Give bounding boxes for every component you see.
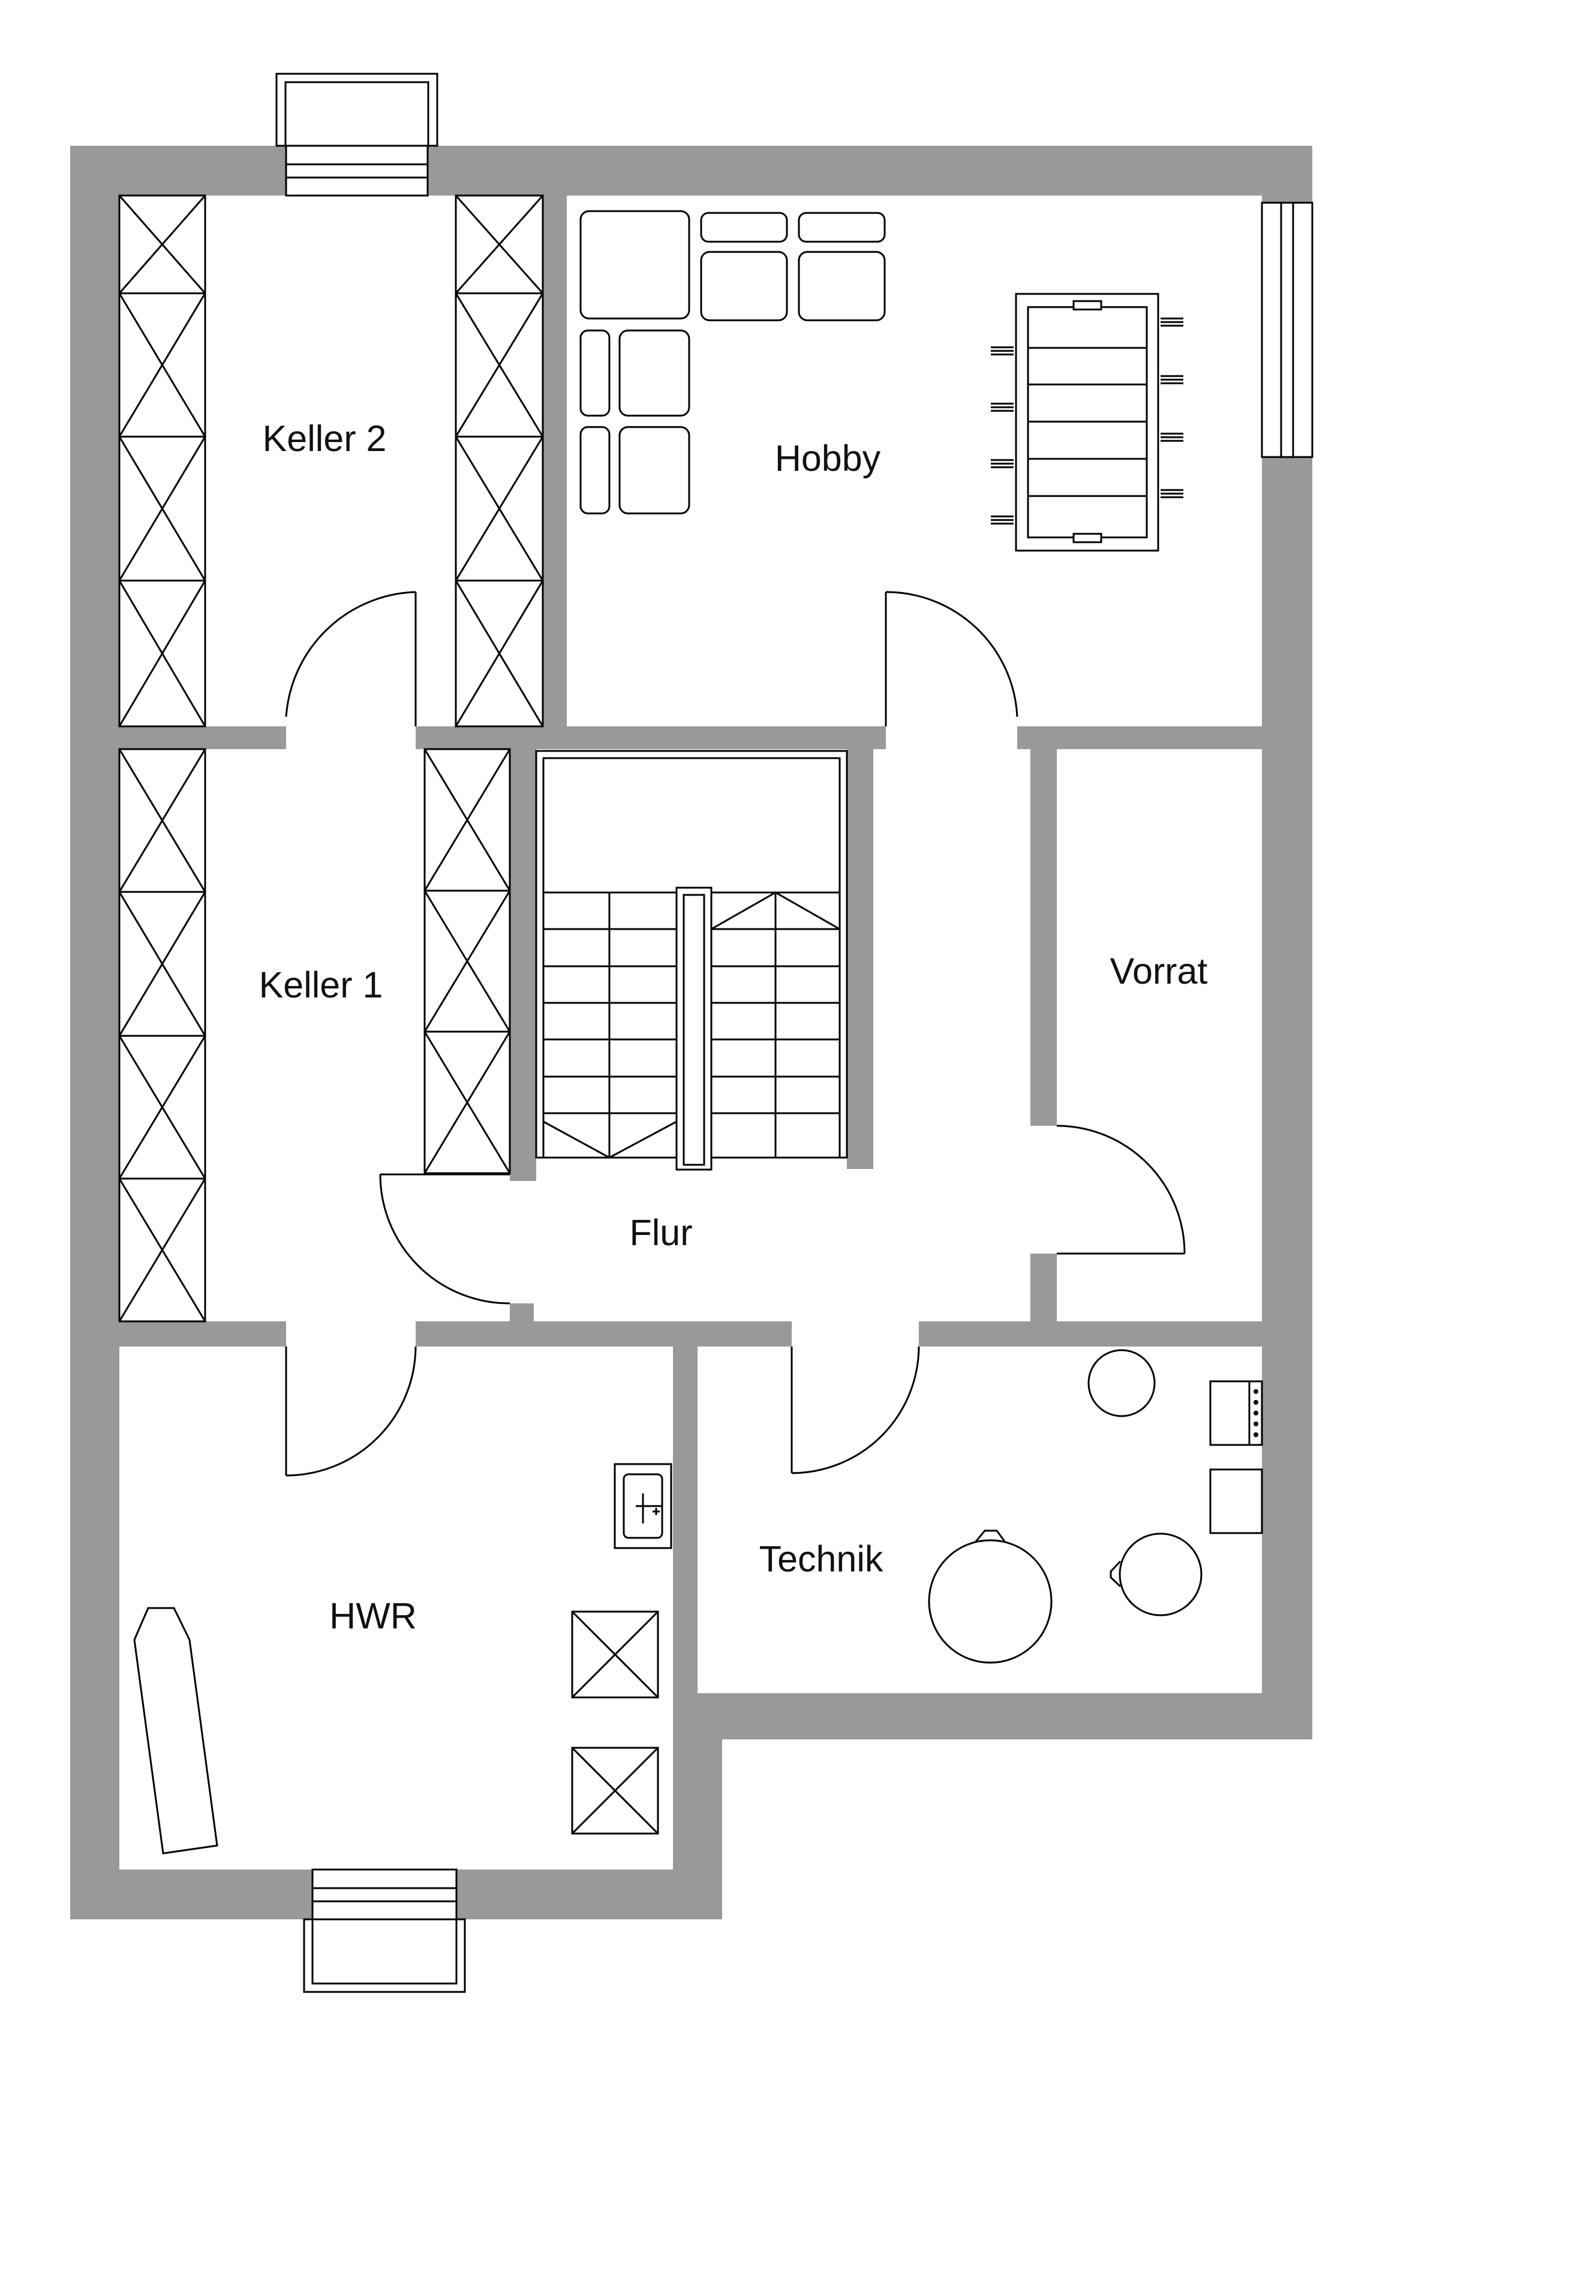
tank-small xyxy=(1087,1349,1156,1417)
tank-medium xyxy=(1110,1532,1203,1616)
wall-lower-band-right xyxy=(919,1321,1262,1347)
technik-fixtures xyxy=(928,1349,1263,1664)
room-label-hobby: Hobby xyxy=(775,438,881,479)
control-panel xyxy=(1209,1380,1263,1446)
room-labels: Keller 2 Hobby Keller 1 Vorrat Flur HWR … xyxy=(259,418,1208,1636)
hobby-furniture xyxy=(579,210,1183,552)
dining-table xyxy=(991,293,1183,552)
shelf-keller2-right xyxy=(455,194,544,728)
staircase xyxy=(535,750,848,1171)
wall-keller-divider-left xyxy=(119,726,286,749)
door-flur xyxy=(379,1173,510,1305)
door-technik xyxy=(791,1346,920,1474)
shelves xyxy=(118,194,544,1323)
wall-flur-stub xyxy=(510,1303,534,1321)
walls xyxy=(70,146,1312,1919)
wall-keller2-hobby xyxy=(543,196,567,726)
window-bottom xyxy=(303,1868,466,1993)
stair-arrow-up xyxy=(711,891,840,930)
room-label-keller1: Keller 1 xyxy=(259,964,383,1005)
shelf-keller1-left xyxy=(118,748,206,1323)
wall-lower-band-left xyxy=(119,1321,286,1347)
wall-vorrat-left-lower xyxy=(1030,1254,1057,1321)
window-top xyxy=(275,73,438,197)
dryer xyxy=(571,1747,659,1835)
wall-hobby-bottom-right xyxy=(1017,726,1262,749)
windows xyxy=(275,73,1314,1993)
room-label-vorrat: Vorrat xyxy=(1110,951,1208,991)
shelf-keller1-right xyxy=(423,748,511,1174)
room-label-flur: Flur xyxy=(629,1212,692,1253)
wall-vorrat-left-upper xyxy=(1030,749,1057,1126)
doors xyxy=(285,591,1186,1477)
door-keller2 xyxy=(285,591,417,726)
room-label-hwr: HWR xyxy=(329,1595,417,1636)
tank-large xyxy=(928,1529,1053,1664)
door-vorrat xyxy=(1056,1125,1186,1255)
shelf-keller2-left xyxy=(118,194,206,728)
stair-arrow-down xyxy=(543,1120,677,1159)
boiler-box xyxy=(1209,1468,1263,1534)
washing-machine xyxy=(571,1610,659,1699)
wall-keller-divider-mid xyxy=(416,726,886,749)
door-keller1 xyxy=(285,1346,417,1477)
sofa-cushion xyxy=(579,210,690,320)
wall-lower-band-mid xyxy=(416,1321,792,1347)
wall-hwr-technik xyxy=(673,1347,698,1870)
door-hobby xyxy=(885,591,1018,726)
room-label-technik: Technik xyxy=(759,1538,883,1579)
window-right xyxy=(1261,202,1314,458)
sink xyxy=(614,1463,672,1549)
ironing-board xyxy=(133,1607,218,1855)
wall-stair-right xyxy=(847,749,873,1169)
room-label-keller2: Keller 2 xyxy=(263,418,387,459)
wall-keller1-right xyxy=(510,749,536,1181)
hwr-fixtures xyxy=(133,1463,672,1855)
